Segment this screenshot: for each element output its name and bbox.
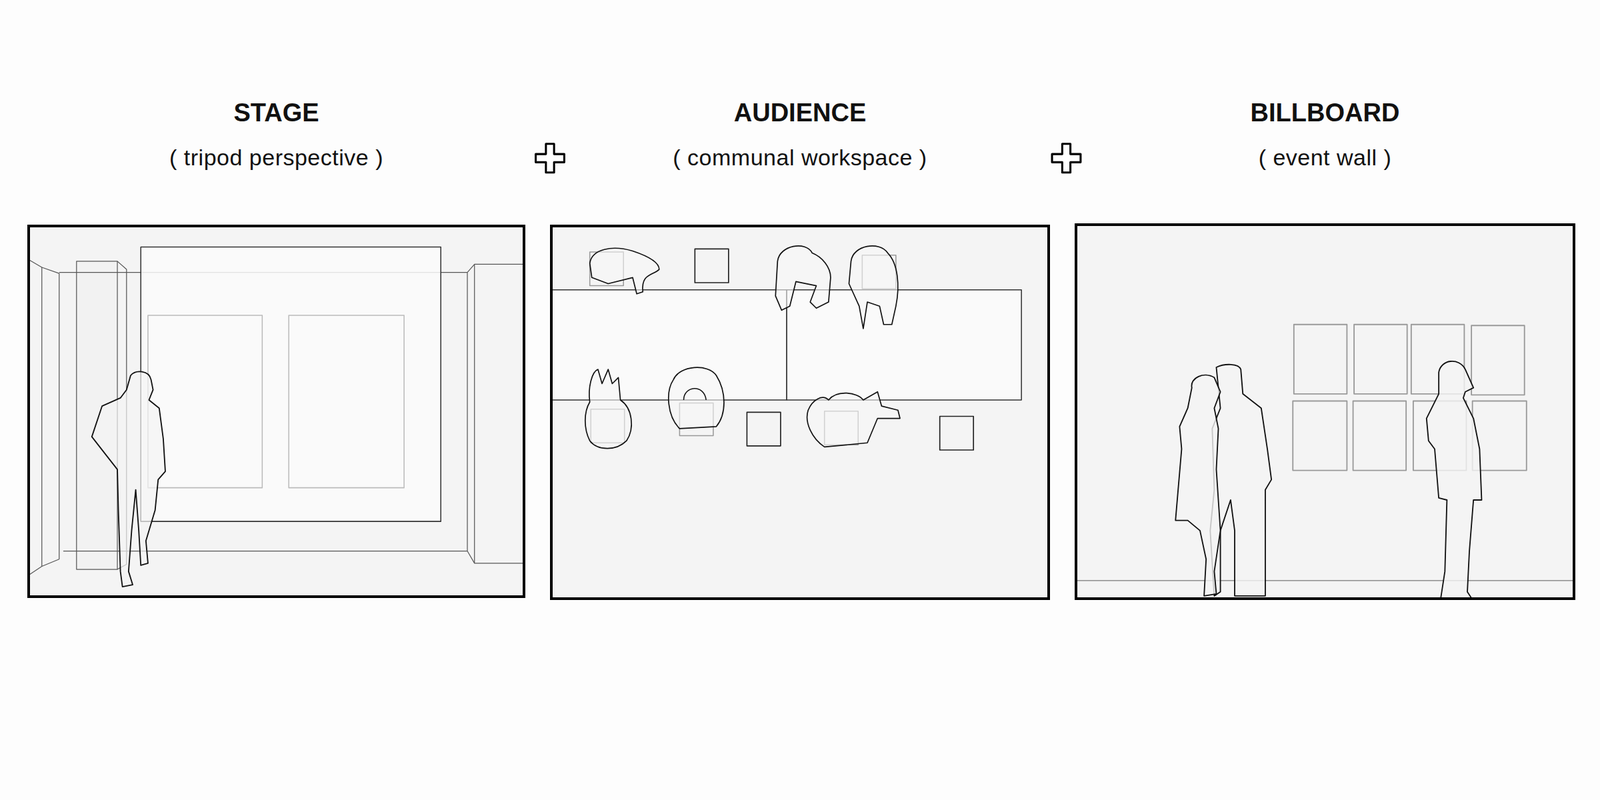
panel-subtitle: ( communal workspace )	[550, 144, 1050, 172]
panel-subtitle: ( event wall )	[1074, 144, 1576, 172]
panel: AUDIENCE ( communal workspace )	[550, 86, 1050, 600]
panel-frame	[550, 224, 1050, 600]
panel-frame	[1074, 223, 1576, 600]
panel: STAGE ( tripod perspective )	[27, 86, 526, 598]
panel-heading: AUDIENCE	[550, 97, 1050, 128]
panel-subtitle: ( tripod perspective )	[27, 144, 526, 172]
panel-heading: BILLBOARD	[1074, 97, 1576, 128]
panel-frame	[27, 224, 526, 598]
panel-heading: STAGE	[27, 97, 526, 128]
panel: BILLBOARD ( event wall )	[1074, 86, 1576, 600]
